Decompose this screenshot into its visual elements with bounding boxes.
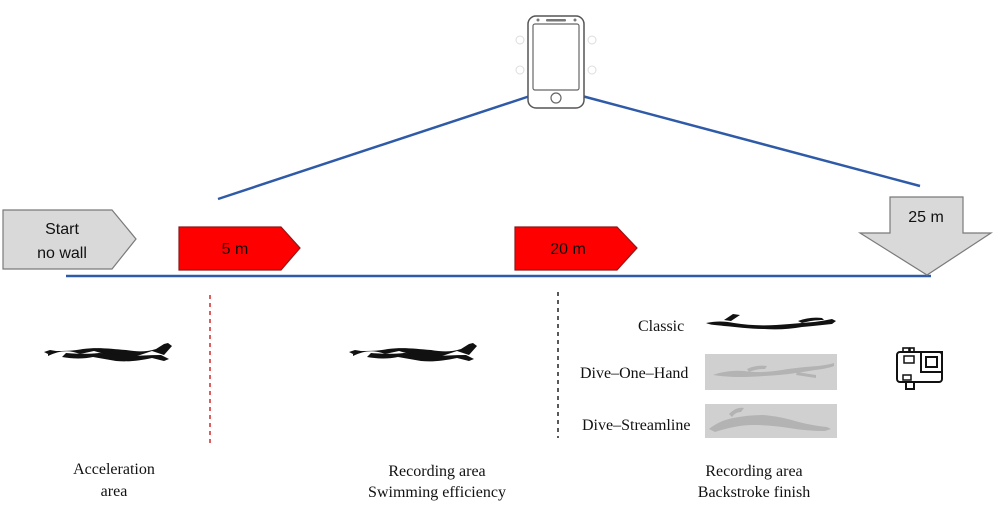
fov-line-right — [581, 94, 921, 188]
acceleration-area-label-line2: area — [101, 483, 128, 500]
marker-5m: 5 m — [178, 226, 301, 271]
swimmer-silhouette-dive-streamline — [705, 404, 837, 438]
finish-area-label-line2: Backstroke finish — [698, 484, 810, 501]
fov-line-left — [217, 94, 531, 201]
efficiency-area-label-line1: Recording area — [388, 463, 485, 480]
marker-20m: 20 m — [514, 226, 638, 271]
smartphone-icon — [515, 15, 597, 109]
action-camera-icon — [896, 347, 943, 390]
start-label-line1: Start — [45, 221, 79, 238]
efficiency-area-label-line2: Swimming efficiency — [368, 484, 506, 501]
swimmer-silhouette-acceleration — [44, 343, 172, 362]
finish-area-label-line1: Recording area — [705, 463, 802, 480]
marker-20m-label: 20 m — [550, 241, 586, 258]
acceleration-area-label-line1: Acceleration — [73, 461, 155, 478]
swimmer-silhouette-classic — [706, 314, 836, 330]
marker-25m: 25 m — [857, 196, 994, 276]
swimmer-silhouette-efficiency — [349, 343, 477, 362]
start-marker: Start no wall — [2, 209, 137, 270]
marker-25m-label: 25 m — [908, 209, 944, 226]
finish-style-classic: Classic — [638, 318, 684, 335]
swimmer-silhouette-dive-one-hand — [705, 354, 837, 390]
finish-style-dive-streamline: Dive–Streamline — [582, 417, 690, 434]
finish-style-dive-one-hand: Dive–One–Hand — [580, 365, 688, 382]
start-label-line2: no wall — [37, 245, 87, 262]
marker-5m-label: 5 m — [222, 241, 249, 258]
